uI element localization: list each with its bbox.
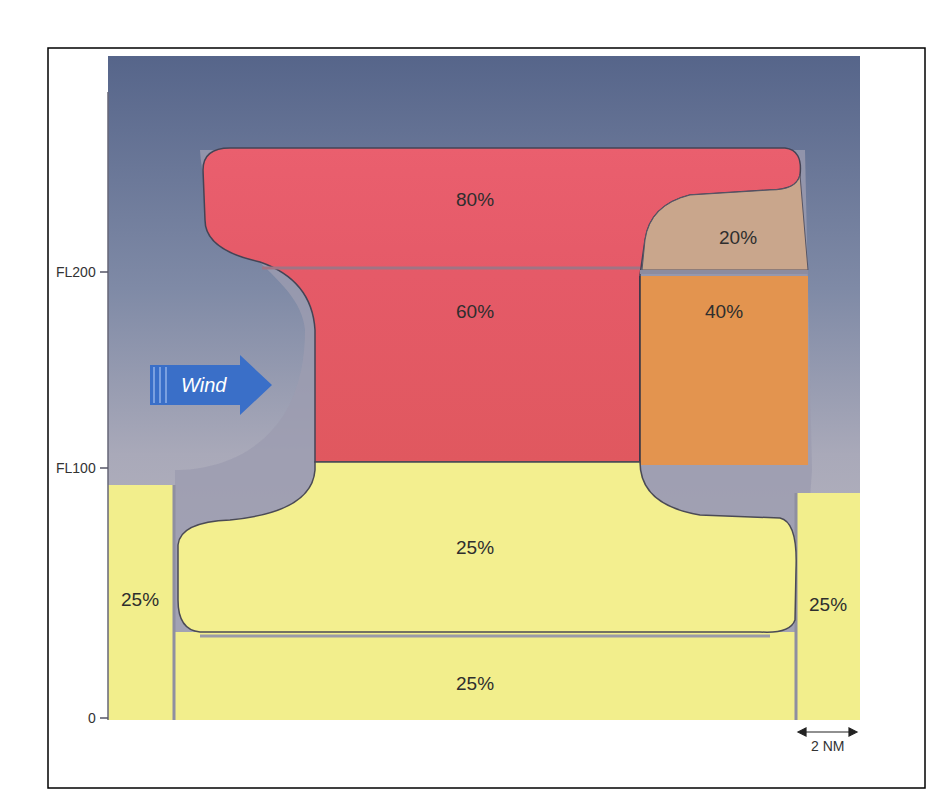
axis-tick — [100, 271, 108, 273]
probability-zone: 40% — [699, 297, 749, 327]
distance-arrow — [798, 728, 857, 736]
zone-text: 25% — [809, 594, 847, 616]
zone-text: 80% — [456, 189, 494, 211]
flight-level: FL100 — [56, 460, 96, 476]
zone-text: 25% — [456, 537, 494, 559]
zone-text: 25% — [456, 673, 494, 695]
probability-zone: 25% — [803, 590, 853, 620]
right-bar — [795, 493, 860, 720]
lower-blob — [178, 462, 796, 632]
probability-zone: 25% — [450, 533, 500, 563]
probability-zone: 25% — [115, 585, 165, 615]
probability-zone: 80% — [450, 185, 500, 215]
sky-ground — [108, 56, 860, 720]
zone-text: 60% — [456, 301, 494, 323]
fl200-divider — [262, 267, 640, 270]
probability-zone: 20% — [713, 223, 763, 253]
left-bar — [108, 485, 173, 720]
anvil-fringe — [642, 175, 808, 270]
zone-text: 40% — [705, 301, 743, 323]
zone-border — [639, 276, 641, 465]
zone-text: Wind — [181, 374, 226, 397]
axis-tick — [100, 717, 108, 719]
wind-label: Wind — [175, 370, 232, 401]
frame — [48, 48, 925, 788]
probability-zone: 60% — [450, 297, 500, 327]
zone-border — [640, 270, 808, 274]
distance-label: 2 NM — [811, 738, 844, 754]
bar-gap — [173, 485, 176, 720]
blob-shadow — [200, 635, 770, 638]
zone-text: 20% — [719, 227, 757, 249]
zone-text: 25% — [121, 589, 159, 611]
altitude-axis — [107, 92, 109, 720]
probability-zone: 25% — [450, 669, 500, 699]
downwind-zone — [640, 276, 808, 465]
flight-level: FL200 — [56, 264, 96, 280]
axis-zero: 0 — [88, 710, 96, 726]
bottom-band — [175, 632, 795, 720]
wind-stripes — [154, 367, 166, 403]
wind-arrow — [150, 355, 272, 415]
axis-tick — [100, 467, 108, 469]
